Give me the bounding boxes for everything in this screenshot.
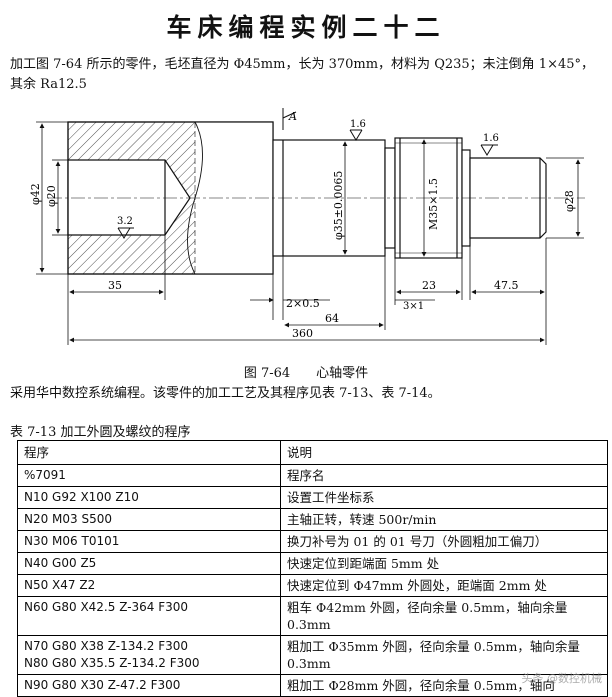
table-header-row: 程序 说明: [17, 440, 608, 465]
dim-phi28: φ28: [563, 190, 576, 212]
program-code: N10 G92 X100 Z10: [17, 486, 281, 509]
program-desc: 程序名: [280, 464, 608, 487]
roughness-1: 1.6: [350, 119, 366, 130]
table-row: N70 G80 X38 Z-134.2 F300 N80 G80 X35.5 Z…: [17, 635, 608, 675]
watermark: 头条 @数控机械: [521, 672, 603, 685]
roughness-3: 3.2: [117, 216, 133, 227]
program-table: 程序 说明 %7091 程序名 N10 G92 X100 Z10 设置工件坐标系…: [17, 440, 608, 697]
table-row: N30 M06 T0101 换刀补号为 01 的 01 号刀（外圆粗加工偏刀）: [17, 530, 608, 553]
table-row: N90 G80 X30 Z-47.2 F300 粗加工 Φ28mm 外圆，径向余…: [17, 674, 608, 697]
program-code-line: N70 G80 X38 Z-134.2 F300: [24, 639, 189, 653]
program-desc: 快速定位到 Φ47mm 外圆处，距端面 2mm 处: [280, 574, 608, 597]
section-mark: A: [288, 110, 297, 123]
description-text: 采用华中数控系统编程。该零件的加工工艺及其程序见表 7-13、表 7-14。: [10, 386, 441, 401]
program-code: N30 M06 T0101: [17, 530, 281, 553]
table-row: N40 G00 Z5 快速定位到距端面 5mm 处: [17, 552, 608, 575]
table-title: 表 7-13 加工外圆及螺纹的程序: [10, 425, 191, 440]
dim-64: 64: [325, 312, 339, 325]
program-code: N40 G00 Z5: [17, 552, 281, 575]
dim-47-5: 47.5: [494, 279, 519, 292]
figure-caption: 图 7-64 心轴零件: [243, 366, 369, 381]
dim-phi42: φ42: [29, 183, 42, 205]
intro-paragraph: 加工图 7-64 所示的零件，毛坯直径为 Φ45mm，长为 370mm，材料为 …: [10, 57, 594, 92]
dim-23: 23: [422, 279, 436, 292]
dim-phi20: φ20: [45, 185, 58, 207]
table-row: N20 M03 S500 主轴正转，转速 500r/min: [17, 508, 608, 531]
program-desc: 主轴正转，转速 500r/min: [280, 508, 608, 531]
program-code: N50 X47 Z2: [17, 574, 281, 597]
table-row: N10 G92 X100 Z10 设置工件坐标系: [17, 486, 608, 509]
program-desc: 粗车 Φ42mm 外圆，径向余量 0.5mm，轴向余量 0.3mm: [280, 596, 608, 636]
dim-360: 360: [292, 327, 313, 340]
dim-m35: M35×1.5: [427, 178, 440, 230]
dim-groove-2x05: 2×0.5: [286, 297, 320, 310]
header-program: 程序: [17, 440, 281, 465]
table-row: %7091 程序名: [17, 464, 608, 487]
table-row: N50 X47 Z2 快速定位到 Φ47mm 外圆处，距端面 2mm 处: [17, 574, 608, 597]
program-code: N60 G80 X42.5 Z-364 F300: [17, 596, 281, 636]
header-description: 说明: [280, 440, 608, 465]
program-desc: 粗加工 Φ35mm 外圆，径向余量 0.5mm，轴向余量 0.3mm: [280, 635, 608, 675]
program-code-line: N80 G80 X35.5 Z-134.2 F300: [24, 656, 200, 670]
program-code: N70 G80 X38 Z-134.2 F300 N80 G80 X35.5 Z…: [17, 635, 281, 675]
dim-35: 35: [108, 279, 122, 292]
page-title: 车床编程实例二十二: [166, 13, 446, 42]
table-row: N60 G80 X42.5 Z-364 F300 粗车 Φ42mm 外圆，径向余…: [17, 596, 608, 636]
program-desc: 设置工件坐标系: [280, 486, 608, 509]
program-desc: 换刀补号为 01 的 01 号刀（外圆粗加工偏刀）: [280, 530, 608, 553]
dim-phi35: φ35±0.0065: [332, 171, 345, 240]
mandrel-drawing: A 1.6 1.6 3.2 φ42 φ20 φ35±0.0065 M35×1.5…: [29, 108, 585, 345]
program-code: N90 G80 X30 Z-47.2 F300: [17, 674, 281, 697]
program-desc: 快速定位到距端面 5mm 处: [280, 552, 608, 575]
roughness-2: 1.6: [483, 133, 499, 144]
program-code: %7091: [17, 464, 281, 487]
dim-groove-3x1: 3×1: [403, 301, 424, 312]
program-code: N20 M03 S500: [17, 508, 281, 531]
